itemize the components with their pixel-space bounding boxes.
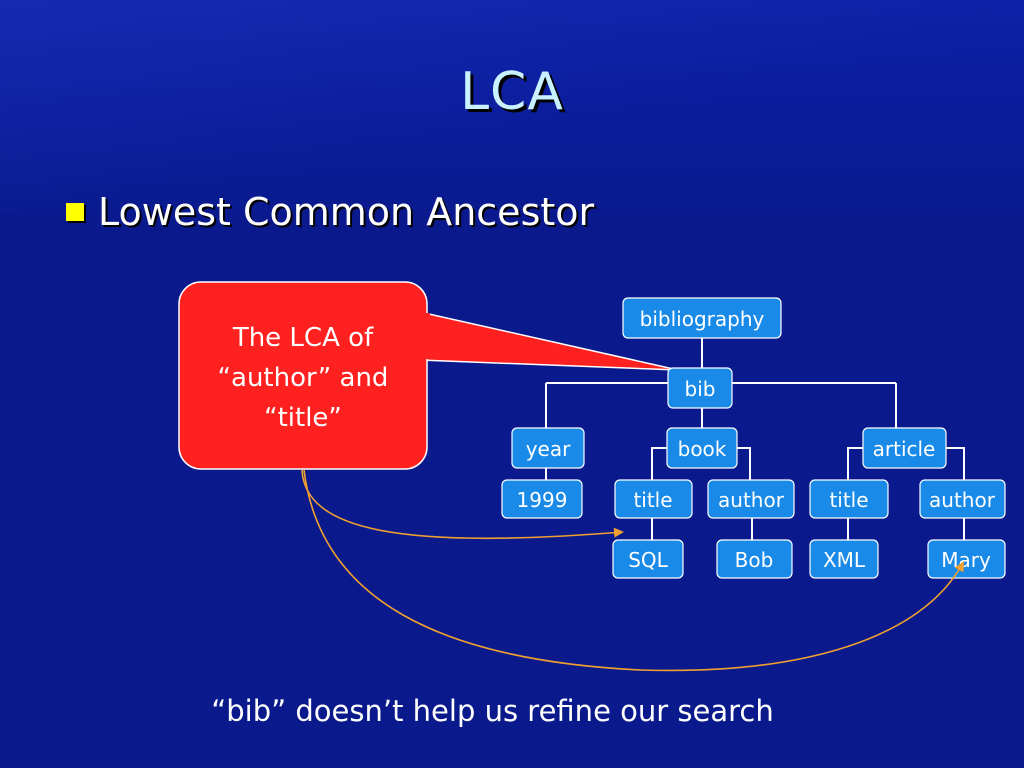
callout-line-1: The LCA of [232,323,374,353]
node-label: year [526,437,571,461]
arrow-to-author [303,469,964,672]
node-book: book [666,427,738,469]
node-bib: bib [667,367,733,409]
node-box [511,427,585,469]
node-1999: 1999 [501,479,583,519]
node-box [809,479,889,519]
edge-book-title [651,447,670,480]
node-label: XML [823,548,866,572]
node-label: title [829,488,868,512]
edge-book-author [736,447,751,480]
node-bibliography: bibliography [622,297,782,339]
node-label: author [718,488,785,512]
node-label: book [678,437,727,461]
node-box [716,539,793,579]
node-article-title: title [809,479,889,519]
node-book-title: title [614,479,693,519]
node-box [927,539,1006,579]
callout: The LCA of “author” and “title” [178,281,679,470]
slide-background [0,0,1024,230]
node-book-author: author [707,479,795,519]
node-year: year [511,427,585,469]
node-label: article [873,437,936,461]
callout-joint [400,313,430,359]
node-mary: Mary [927,539,1006,579]
node-article-author: author [919,479,1006,519]
node-label: bibliography [640,307,765,331]
node-label: bib [685,377,716,401]
edge-article-author [944,447,965,480]
node-box [919,479,1006,519]
node-bob: Bob [716,539,793,579]
slide-title: LCA [460,62,564,122]
bullet-item: Lowest Common Ancestor [66,190,594,234]
footer-caption: “bib” doesn’t help us refine our search [211,694,774,728]
node-box [612,539,684,579]
callout-line-3: “title” [264,403,342,433]
node-article: article [862,427,947,469]
node-box [622,297,782,339]
node-xml: XML [809,539,879,579]
square-bullet-icon [66,203,84,221]
bullet-text: Lowest Common Ancestor [98,190,595,234]
node-box [501,479,583,519]
node-label: Bob [735,548,774,572]
node-label: author [929,488,996,512]
node-box [666,427,738,469]
node-label: SQL [628,548,668,572]
node-label: Mary [941,548,991,572]
node-label: 1999 [517,488,568,512]
node-sql: SQL [612,539,684,579]
node-label: title [633,488,672,512]
edge-article-title [847,447,864,480]
node-box [862,427,947,469]
callout-box [178,281,428,470]
callout-line-2: “author” and [218,363,389,393]
node-box [809,539,879,579]
node-box [667,367,733,409]
node-box [614,479,693,519]
node-box [707,479,795,519]
